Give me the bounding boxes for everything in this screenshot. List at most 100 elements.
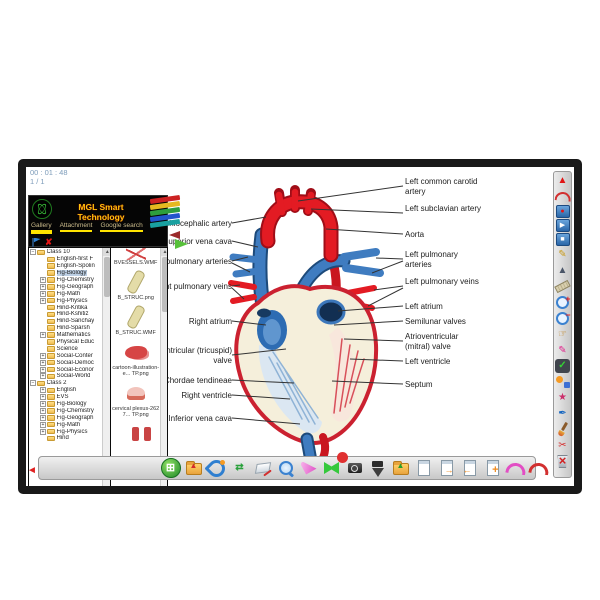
tree-item[interactable]: Fig-Math bbox=[30, 421, 102, 428]
zoom-out-icon[interactable] bbox=[555, 310, 570, 326]
ruler-icon[interactable] bbox=[555, 279, 571, 294]
color-pens-icon[interactable]: ✎ bbox=[558, 344, 567, 356]
spotlight-icon[interactable] bbox=[299, 458, 319, 478]
projector-tripod-icon[interactable] bbox=[368, 458, 388, 478]
tree-vertical-scrollbar[interactable]: ▲ ▼ bbox=[102, 248, 111, 486]
shapes-icon[interactable] bbox=[555, 374, 571, 389]
expand-box-icon[interactable] bbox=[40, 407, 46, 414]
tree-item[interactable]: Hind bbox=[30, 435, 102, 442]
tree-item[interactable]: Hind-Sanchay bbox=[30, 318, 102, 325]
gallery-tab[interactable]: Attachment bbox=[60, 222, 93, 234]
expand-box-icon[interactable] bbox=[40, 366, 46, 373]
folder-import-icon[interactable]: ▲ bbox=[184, 458, 204, 478]
scrollbar-thumb[interactable] bbox=[162, 257, 167, 312]
scroll-up-icon[interactable]: ▲ bbox=[557, 174, 568, 186]
windows-start-icon[interactable]: ⊞ bbox=[160, 458, 181, 478]
tree-item[interactable]: Fig-Biology bbox=[30, 401, 102, 408]
gallery-thumbnail[interactable]: cartoon-illustration-e... TP.png bbox=[111, 339, 160, 377]
stop-icon[interactable]: ■ bbox=[555, 233, 570, 246]
page-view-icon[interactable] bbox=[414, 458, 434, 478]
tree-item[interactable]: Social-Conter bbox=[30, 352, 102, 359]
draw-compass-icon[interactable] bbox=[207, 458, 227, 478]
pencil-icon[interactable]: ✎ bbox=[558, 248, 567, 260]
expand-box-icon[interactable] bbox=[40, 346, 46, 352]
expand-box-icon[interactable] bbox=[40, 277, 46, 283]
expand-box-icon[interactable] bbox=[40, 428, 46, 435]
expand-box-icon[interactable] bbox=[40, 359, 46, 366]
expand-box-icon[interactable] bbox=[40, 332, 46, 339]
play-icon[interactable]: ▶ bbox=[555, 219, 570, 232]
camera-icon[interactable] bbox=[345, 458, 365, 478]
tree-item[interactable]: Fig-Biology bbox=[30, 270, 102, 277]
flag-icon[interactable] bbox=[32, 237, 41, 247]
gallery-thumbnail[interactable] bbox=[111, 421, 160, 447]
select-check-icon[interactable]: ✓ bbox=[555, 359, 570, 373]
tree-item[interactable]: Hind-Kshitiz bbox=[30, 311, 102, 318]
scrollbar-thumb[interactable] bbox=[104, 257, 111, 297]
expand-box-icon[interactable] bbox=[40, 352, 46, 359]
star-icon[interactable]: ★ bbox=[558, 391, 567, 403]
hand-pointer-icon[interactable]: ☞ bbox=[558, 328, 567, 340]
clear-trash-icon[interactable] bbox=[555, 453, 571, 469]
gallery-thumbnail[interactable]: cervical plexus-2627... TP.png bbox=[111, 380, 160, 418]
gallery-tab[interactable]: Gallery bbox=[31, 222, 52, 234]
record-icon[interactable]: ● bbox=[555, 205, 570, 218]
tree-item[interactable]: Fig-Chemistry bbox=[30, 407, 102, 414]
tree-item[interactable]: Class 2 bbox=[30, 380, 102, 387]
expand-box-icon[interactable] bbox=[40, 325, 46, 331]
pen-pink-icon[interactable] bbox=[506, 458, 526, 478]
expand-box-icon[interactable] bbox=[40, 435, 46, 441]
pen-red-icon[interactable] bbox=[529, 458, 549, 478]
tree-item[interactable]: English bbox=[30, 387, 102, 394]
expand-box-icon[interactable] bbox=[40, 394, 46, 401]
zoom-in-icon[interactable] bbox=[555, 294, 570, 310]
toolbar-collapse-arrow-icon[interactable]: ◄ bbox=[27, 465, 37, 476]
tree-item[interactable]: EVS bbox=[30, 394, 102, 401]
expand-box-icon[interactable] bbox=[40, 318, 46, 324]
tree-item[interactable]: Science bbox=[30, 345, 102, 352]
ink-pen-icon[interactable]: ✒ bbox=[558, 407, 567, 419]
expand-box-icon[interactable] bbox=[40, 305, 46, 311]
scroll-up-arrow-icon[interactable]: ▲ bbox=[161, 248, 167, 256]
page-prev-icon[interactable] bbox=[460, 458, 480, 478]
expand-box-icon[interactable] bbox=[40, 387, 46, 394]
magnifier-icon[interactable] bbox=[276, 458, 296, 478]
tree-item[interactable]: Mathematics bbox=[30, 332, 102, 339]
expand-box-icon[interactable] bbox=[30, 249, 36, 256]
thumbnail-scrollbar[interactable]: ▲ ▼ bbox=[160, 248, 167, 486]
expand-box-icon[interactable] bbox=[40, 263, 46, 269]
gallery-thumbnail[interactable]: B_STRUC.WMF bbox=[111, 304, 160, 336]
curtain-icon[interactable] bbox=[322, 458, 342, 478]
refresh-icon[interactable]: ⇄ bbox=[235, 462, 244, 473]
arc-tool-icon[interactable] bbox=[555, 189, 571, 204]
folder-open-icon[interactable]: ▲ bbox=[391, 458, 411, 478]
gallery-thumbnail[interactable]: BVESSELS.WMF bbox=[111, 248, 160, 266]
expand-box-icon[interactable] bbox=[40, 311, 46, 317]
close-icon[interactable]: ✘ bbox=[45, 236, 53, 247]
tree-item[interactable]: Fig-Chemistry bbox=[30, 277, 102, 284]
tree-item[interactable]: Fig-Geograph bbox=[30, 283, 102, 290]
tree-item[interactable]: English-Spolin bbox=[30, 263, 102, 270]
expand-box-icon[interactable] bbox=[40, 414, 46, 421]
tree-item[interactable]: Fig-Physics bbox=[30, 297, 102, 304]
expand-box-icon[interactable] bbox=[40, 283, 46, 290]
tree-item[interactable]: Hind-Kritika bbox=[30, 304, 102, 311]
tree-item[interactable]: Hind-Sparsh bbox=[30, 325, 102, 332]
tree-item[interactable]: Fig-Physics bbox=[30, 428, 102, 435]
expand-box-icon[interactable] bbox=[40, 339, 46, 345]
expand-box-icon[interactable] bbox=[40, 256, 46, 262]
gallery-tab[interactable]: Google search bbox=[100, 222, 142, 234]
page-add-icon[interactable] bbox=[483, 458, 503, 478]
expand-box-icon[interactable] bbox=[40, 297, 46, 304]
tree-item[interactable]: Social-Democ bbox=[30, 359, 102, 366]
expand-box-icon[interactable] bbox=[40, 290, 46, 297]
expand-box-icon[interactable] bbox=[40, 270, 46, 276]
expand-box-icon[interactable] bbox=[30, 380, 36, 387]
tree-item[interactable]: Class 10 bbox=[30, 249, 102, 256]
eraser-icon[interactable] bbox=[253, 458, 273, 478]
scroll-up-arrow-icon[interactable]: ▲ bbox=[103, 248, 111, 256]
tree-item[interactable]: Fig-Math bbox=[30, 290, 102, 297]
expand-box-icon[interactable] bbox=[40, 373, 46, 380]
paintbrush-icon[interactable] bbox=[555, 422, 571, 437]
expand-box-icon[interactable] bbox=[40, 401, 46, 408]
